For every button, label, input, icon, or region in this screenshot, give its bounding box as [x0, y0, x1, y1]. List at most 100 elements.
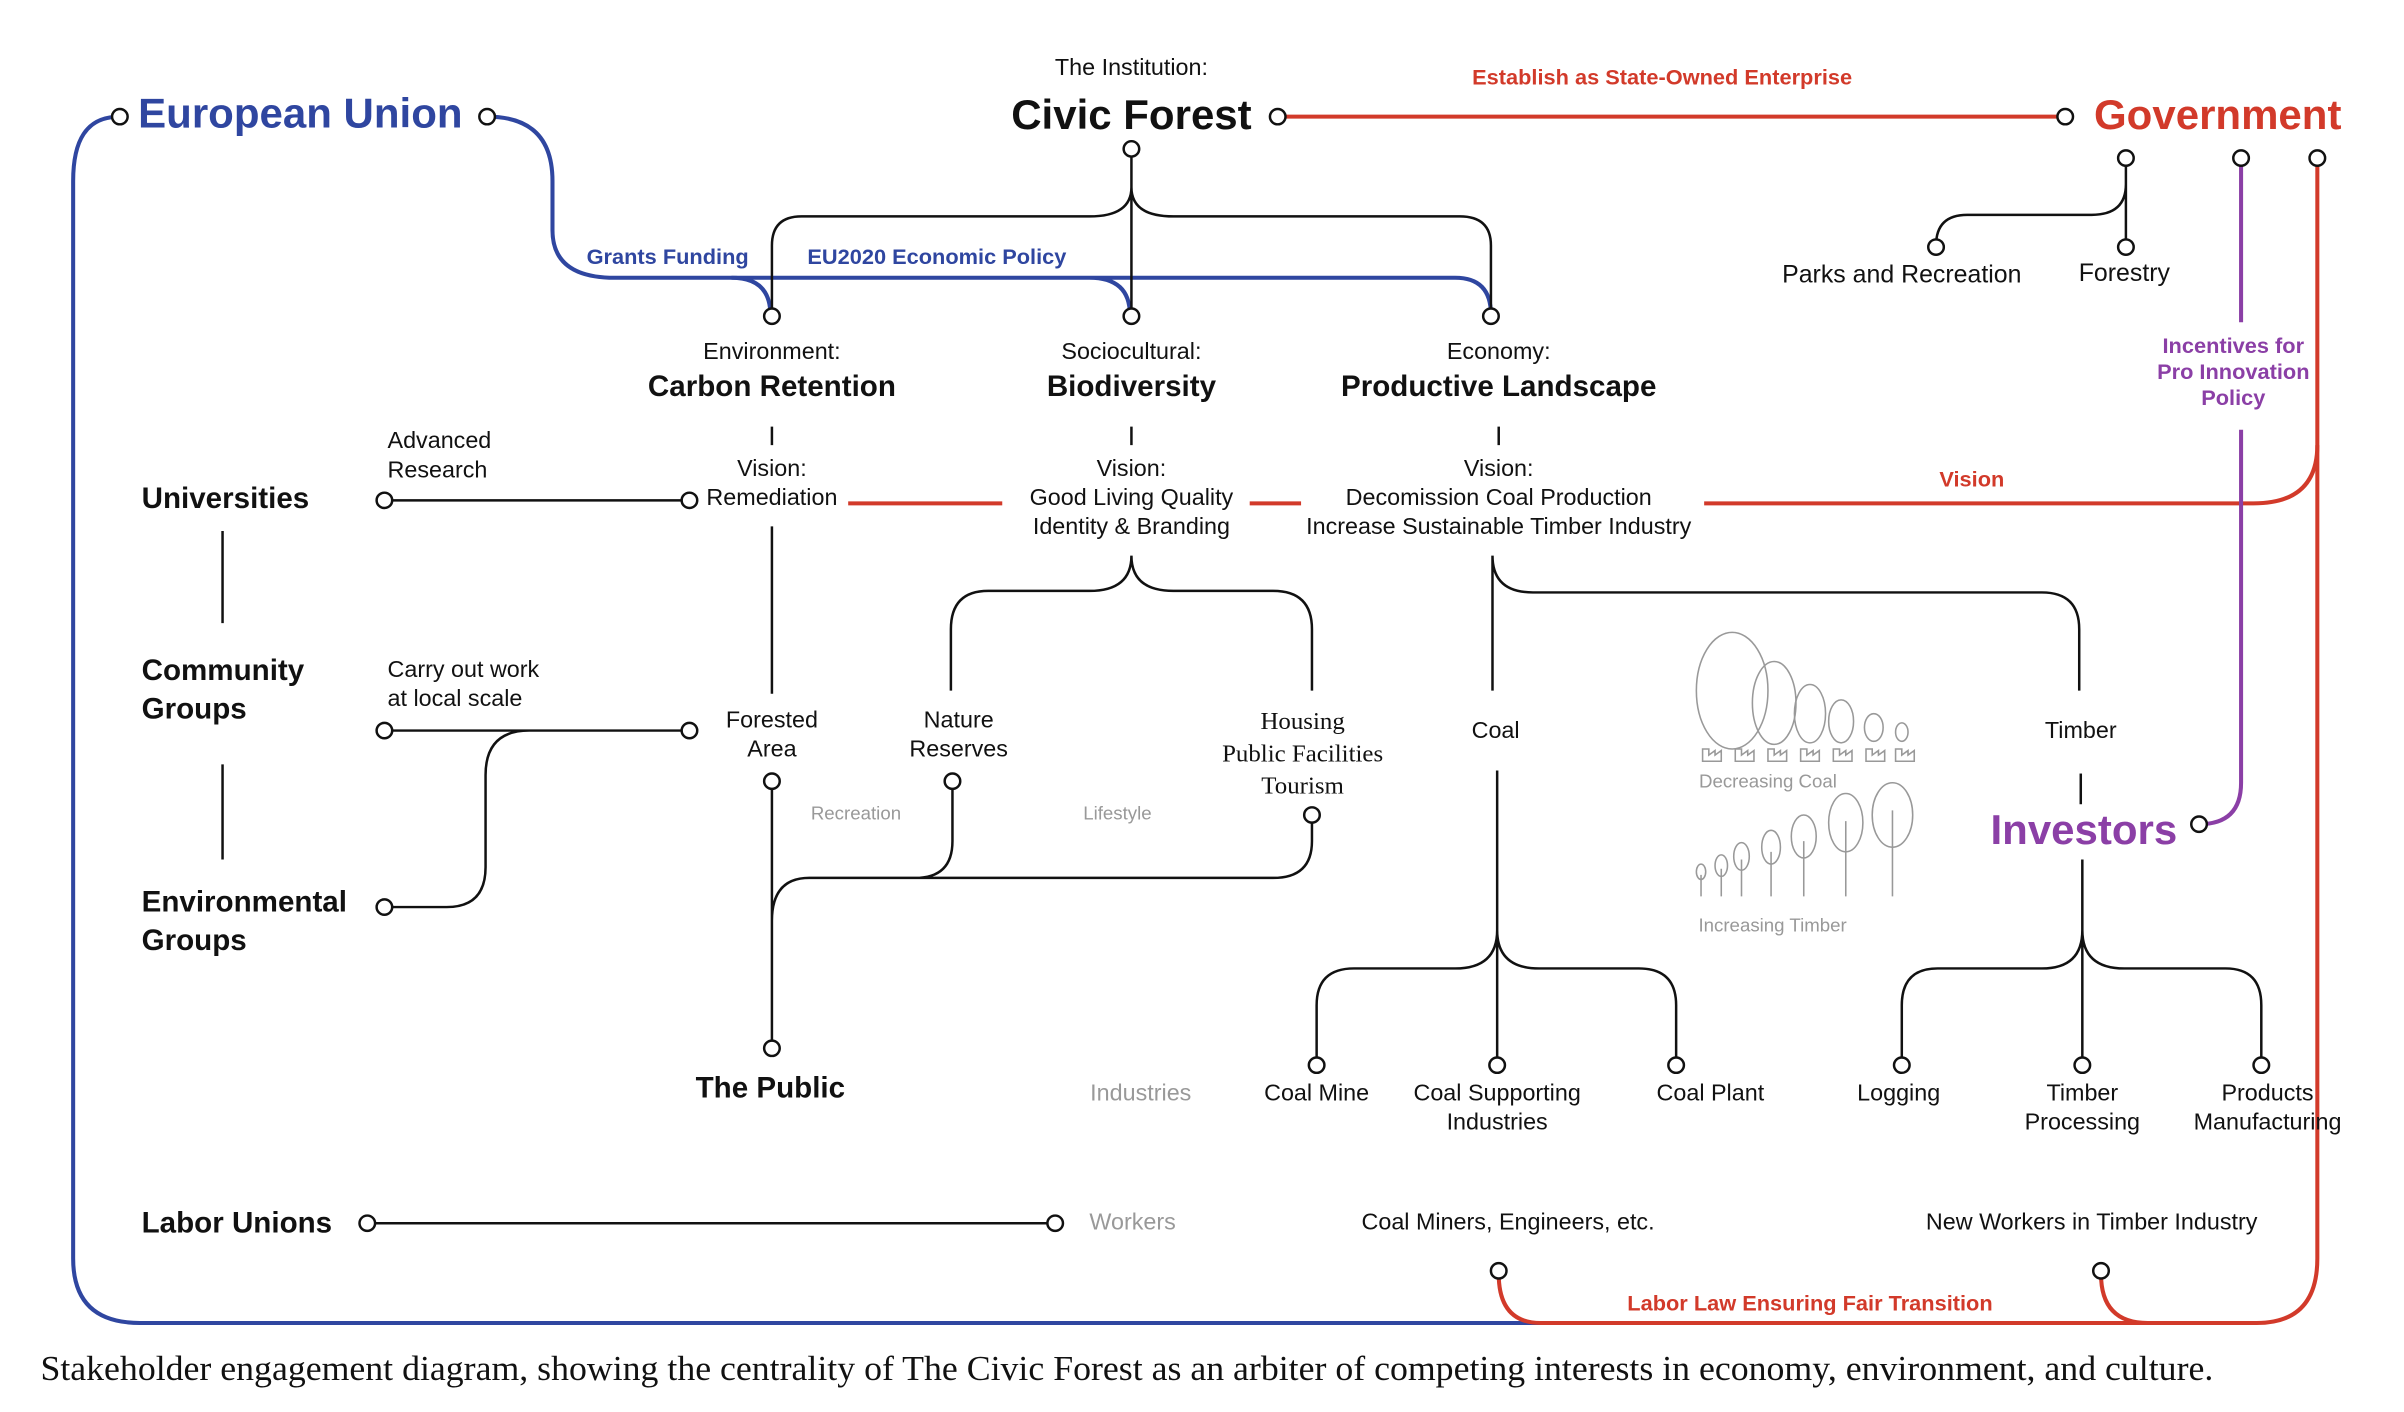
investors-node [2190, 815, 2209, 834]
labor-unions-label: Labor Unions [142, 1207, 333, 1240]
public-merge-line [770, 782, 1314, 1047]
housing-label-2: Public Facilities [1222, 740, 1383, 767]
biodiversity-brace [949, 555, 1314, 691]
eu-node-right [478, 107, 497, 126]
nature-label-1: Nature [924, 707, 994, 733]
coal-mine-node [1307, 1056, 1326, 1075]
forested-node-left [680, 721, 699, 740]
advanced-label-2: Research [388, 456, 488, 482]
timber-label: Timber [2045, 717, 2117, 743]
timber-workers-label: New Workers in Timber Industry [1926, 1209, 2258, 1235]
incentives-label-2: Pro Innovation [2157, 359, 2309, 384]
institution-prefix: The Institution: [1055, 54, 1208, 80]
coal-stem [1315, 770, 1678, 1063]
productive-node [1481, 307, 1500, 326]
increasing-timber-illustration [1695, 781, 1914, 897]
vision-env-1: Vision: [737, 455, 807, 481]
labor-node-left [358, 1214, 377, 1233]
advanced-label-1: Advanced [388, 427, 492, 453]
forested-label-2: Area [747, 736, 796, 762]
vision-soc-2: Good Living Quality [1030, 484, 1234, 510]
timber-proc-node [2073, 1056, 2092, 1075]
industries-label: Industries [1090, 1080, 1191, 1106]
pillar-eco-name: Productive Landscape [1341, 370, 1656, 403]
timber-proc-label-1: Timber [2046, 1080, 2118, 1106]
vision-eco-1: Vision: [1464, 455, 1534, 481]
community-node [375, 721, 394, 740]
products-node [2252, 1056, 2271, 1075]
carbon-node [762, 307, 781, 326]
local-work-line [384, 729, 690, 909]
timber-workers-node [2091, 1261, 2111, 1280]
nodes [110, 107, 2327, 1280]
advanced-node [375, 491, 394, 510]
labor-node-right [1046, 1214, 1065, 1233]
environmental-label-1: Environmental [142, 886, 347, 919]
vision-soc-3: Identity & Branding [1033, 513, 1230, 539]
housing-node [1302, 806, 1321, 824]
grants-label: Grants Funding [587, 244, 749, 269]
gov-node-3 [2308, 149, 2327, 167]
products-label-1: Products [2221, 1080, 2313, 1106]
forested-node [762, 772, 781, 791]
pillar-ticks [770, 426, 1500, 446]
figure-caption: Stakeholder engagement diagram, showing … [40, 1348, 2213, 1388]
pillar-soc-name: Biodiversity [1047, 370, 1217, 403]
vision-line [848, 158, 2320, 506]
eu-grants-line [487, 114, 773, 315]
pillar-soc-prefix: Sociocultural: [1061, 338, 1201, 364]
coal-mine-label: Coal Mine [1264, 1080, 1369, 1106]
recreation-label: Recreation [811, 803, 901, 824]
vision-soc-1: Vision: [1097, 455, 1167, 481]
remediation-node [680, 491, 699, 510]
civic-node-right [1268, 107, 1287, 126]
increasing-timber-label: Increasing Timber [1698, 915, 1846, 936]
pillar-env-prefix: Environment: [703, 338, 840, 364]
labor-law-line [1496, 445, 2320, 1325]
logging-label: Logging [1857, 1080, 1940, 1106]
institution-brace [770, 148, 1493, 315]
public-node [762, 1039, 781, 1058]
products-label-2: Manufacturing [2194, 1109, 2342, 1135]
eu2020-label: EU2020 Economic Policy [807, 244, 1066, 269]
parks-node [1927, 238, 1946, 257]
coal-workers-label: Coal Miners, Engineers, etc. [1362, 1209, 1655, 1235]
gov-node-2 [2232, 149, 2251, 167]
coal-workers-node [1489, 1261, 1508, 1280]
eu-title: European Union [138, 90, 462, 137]
vision-label: Vision [1939, 467, 2004, 492]
gov-node-1 [2116, 149, 2135, 167]
nature-node [943, 772, 962, 791]
workers-label: Workers [1089, 1209, 1175, 1235]
lifestyle-label: Lifestyle [1083, 803, 1151, 824]
housing-label-1: Housing [1260, 708, 1344, 735]
parks-label: Parks and Recreation [1782, 262, 2021, 289]
timber-proc-label-2: Processing [2025, 1109, 2140, 1135]
community-label-1: Community [142, 654, 305, 687]
decreasing-coal-label: Decreasing Coal [1699, 770, 1837, 791]
coal-support-node [1488, 1056, 1507, 1075]
economy-split-line [1491, 555, 2081, 691]
forested-label-1: Forested [726, 707, 818, 733]
incentives-label-3: Policy [2201, 385, 2265, 410]
coal-support-label-2: Industries [1447, 1109, 1548, 1135]
vision-eco-3: Increase Sustainable Timber Industry [1306, 513, 1692, 539]
coal-plant-label: Coal Plant [1657, 1080, 1765, 1106]
gov-branch-line [1934, 158, 2128, 246]
community-label-2: Groups [142, 692, 247, 725]
pillar-eco-prefix: Economy: [1447, 338, 1551, 364]
vision-env-2: Remediation [706, 484, 837, 510]
environmental-node [375, 898, 394, 916]
pillar-env-name: Carbon Retention [648, 370, 896, 403]
gov-node-left [2056, 107, 2075, 126]
universities-label: Universities [142, 482, 310, 515]
government-title: Government [2094, 91, 2342, 138]
coal-support-label-1: Coal Supporting [1413, 1080, 1580, 1106]
carry-label-1: Carry out work [388, 656, 540, 682]
coal-label: Coal [1472, 717, 1520, 743]
vision-eco-2: Decomission Coal Production [1346, 484, 1652, 510]
labor-law-label: Labor Law Ensuring Fair Transition [1627, 1291, 1992, 1316]
incentives-label-1: Incentives for [2162, 333, 2304, 358]
